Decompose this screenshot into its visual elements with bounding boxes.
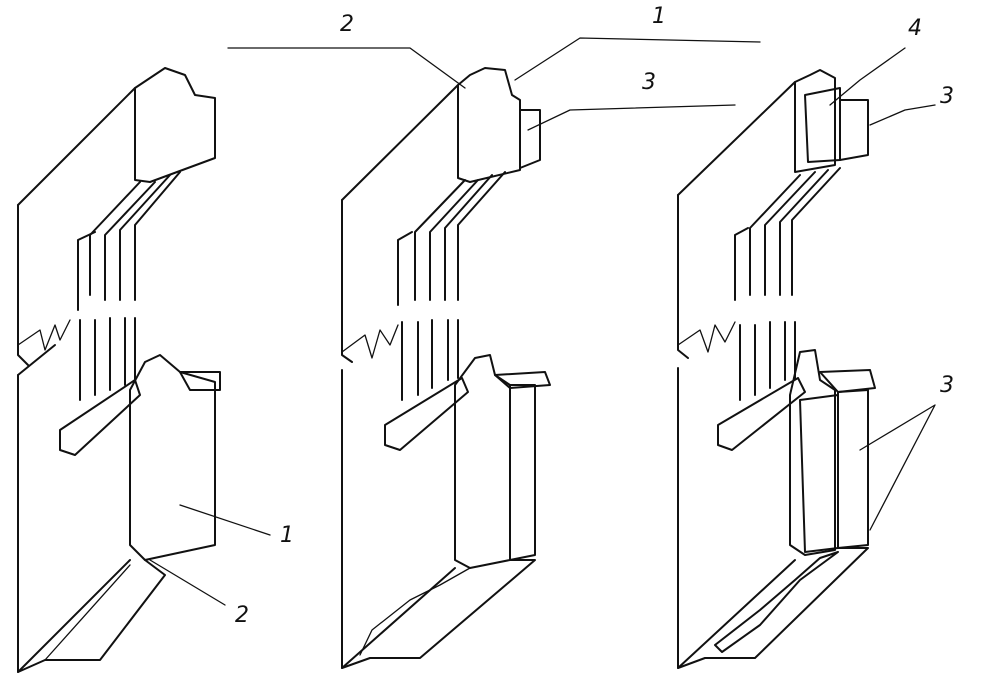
p2-upper-insulation — [519, 109, 541, 169]
label-p3-layer-3-top: 3 — [940, 84, 954, 109]
p1-window-frame-upper — [89, 171, 181, 301]
p2-wall-edge-upper — [341, 199, 353, 363]
panel-2-insulated-wall — [227, 37, 761, 669]
p2-break-line — [341, 324, 399, 359]
p1-wall-lower-top — [17, 344, 56, 376]
p3-floor-slab — [677, 547, 869, 669]
label-p3-layer-3-bottom: 3 — [940, 373, 954, 398]
p2-window-frame-lower — [401, 319, 459, 401]
p1-lower-block — [129, 354, 216, 561]
p3-leader-3-bottom — [859, 404, 936, 531]
p3-sill — [717, 377, 806, 451]
p1-upper-block — [134, 67, 216, 183]
panel-3-layered-wall — [677, 47, 936, 669]
p2-leader-2 — [227, 47, 466, 89]
p3-wall-top-edge — [677, 81, 796, 196]
label-p2-layer-1: 1 — [652, 4, 666, 29]
p3-frame-left-upper — [734, 227, 749, 301]
p3-upper-block — [794, 69, 836, 173]
p2-floor-slab-fill — [359, 567, 471, 656]
p3-lower-block-cap — [819, 369, 876, 393]
p1-frame-left-upper — [77, 231, 96, 311]
p3-window-frame-lower — [739, 321, 796, 401]
p3-wall-edge-upper — [677, 194, 689, 359]
p2-leader-1 — [514, 37, 761, 81]
p2-lower-insulation — [509, 384, 536, 561]
p2-floor-slab — [341, 559, 536, 669]
p3-lower-insulation — [837, 389, 869, 549]
p3-leader-4 — [829, 47, 906, 106]
p1-sill — [59, 379, 141, 456]
panel-1-monolithic-wall — [17, 67, 271, 673]
p2-upper-block — [457, 67, 521, 183]
label-p2-layer-3: 3 — [642, 70, 656, 95]
p2-wall-top-edge — [341, 84, 459, 201]
label-p1-layer-2: 2 — [235, 603, 249, 628]
p3-lower-core — [799, 394, 839, 553]
label-p3-layer-4: 4 — [908, 16, 922, 41]
p2-frame-left-upper — [397, 231, 413, 306]
p3-window-frame-upper — [749, 167, 841, 296]
p1-window-frame-lower — [79, 317, 136, 401]
p2-wall-edge-lower — [341, 369, 456, 669]
p1-wall-edge-upper — [17, 204, 29, 366]
p2-lower-block-cap — [494, 371, 551, 389]
p2-window-frame-upper — [414, 171, 506, 301]
p3-upper-insulation — [839, 99, 869, 161]
p1-lower-block-cap — [179, 371, 221, 391]
p1-break-line — [17, 319, 71, 351]
p3-break-line — [677, 321, 736, 353]
p3-floor-slab-fill — [714, 551, 839, 653]
label-p2-layer-2: 2 — [340, 12, 354, 37]
p2-leader-3 — [527, 104, 736, 131]
p2-lower-block — [454, 354, 511, 569]
p2-sill — [384, 377, 469, 451]
p1-floor-slab-inner — [44, 564, 131, 661]
p3-leader-3-top — [869, 104, 936, 126]
p1-leader-1 — [179, 504, 271, 536]
p1-wall-top-edge — [17, 87, 136, 206]
label-p1-layer-1: 1 — [280, 523, 294, 548]
p1-leader-2 — [149, 559, 226, 606]
p1-floor-slab — [17, 559, 166, 673]
